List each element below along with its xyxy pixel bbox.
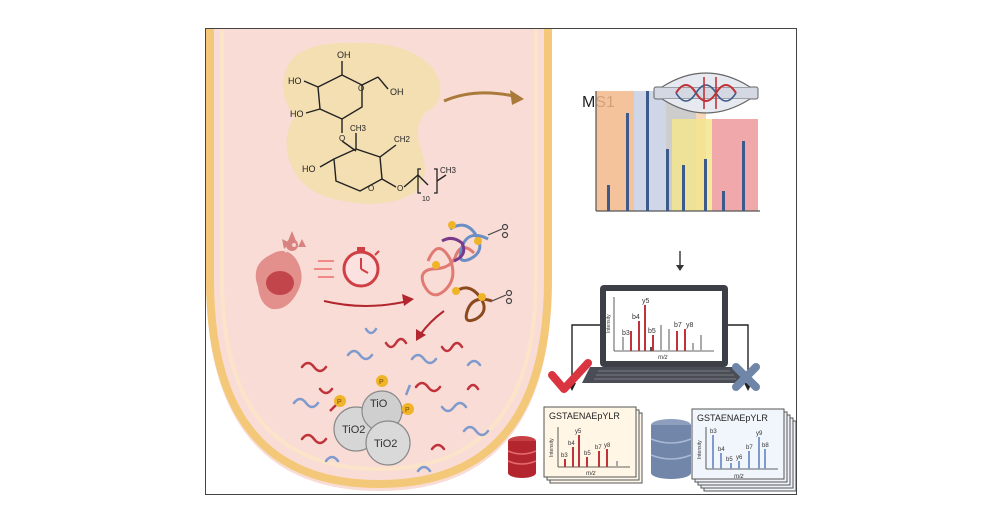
arrow-to-peptides [416,310,445,341]
graphical-abstract: OH OH HO HO HO CH3 CH2 CH3 O O O O 10 [205,28,797,495]
molecule-blob [283,42,441,204]
laptop-x-label: m/z [658,355,668,361]
phosphate-label: P [379,379,384,386]
card-right-peak: b4 [718,447,725,453]
check-mark-icon [548,359,592,393]
card-right-peak: b5 [726,457,733,463]
card-right-peak: b8 [762,443,769,449]
laptop-y-label: Intensity [606,314,612,333]
laptop-peak-label: y8 [686,322,694,329]
o-tail-label: O [397,184,403,193]
sequence-label: GSTAENAEpYLR [697,413,768,423]
methyl-right-label: CH2 [394,135,411,144]
laptop-peak-label: b7 [674,322,682,329]
branch-arrows [571,324,749,385]
laptop-peak-label: b4 [632,314,640,321]
arrow-to-ms [443,90,524,105]
peptide-mixture [292,327,490,473]
card-right-peak: y6 [736,455,743,461]
tio2-label-left: TiO2 [342,424,365,436]
ho-left-top-label: HO [288,76,302,86]
database-icon [650,419,692,479]
phosphate-icon [334,395,346,407]
card-left-peak: b7 [595,445,602,451]
card-left-peak: b3 [561,453,568,459]
phosphate-label: P [405,407,410,414]
card-right-x-label: m/z [734,474,744,480]
card-left-peak: b4 [568,441,575,447]
methyl-tail-label: CH3 [440,166,457,175]
o-ring-bottom-label: O [368,184,374,193]
phosphate-icon [376,375,388,387]
ho-bottom-label: HO [302,164,316,174]
laptop-peak-label: y5 [642,298,650,305]
laptop-peak-label: b3 [622,330,630,337]
result-card-rejected: GSTAENAEpYLR Intensity m/z b3 y9 b4 b7 b… [691,408,797,492]
tio2-beads: TiO2 TiO TiO2 P P P [329,375,414,466]
result-card-accepted: GSTAENAEpYLR Intensity m/z y5 b4 b7 y8 b… [543,406,643,484]
oh-right-label: OH [390,87,404,97]
ion-trap-icon [653,72,759,114]
card-left-x-label: m/z [586,471,596,477]
sequence-label: GSTAENAEpYLR [549,411,620,421]
card-left-peak: b5 [584,451,591,457]
methyl-top-label: CH3 [350,124,367,133]
oh-top-label: OH [337,50,351,60]
o-ring-top-label: O [358,84,364,93]
card-right-peak: y9 [756,431,763,437]
cross-mark-icon [732,363,760,391]
card-left-y-label: Intensity [549,438,555,457]
laptop-icon: Intensity m/z y5 b4 b5 b3 b7 y8 [582,285,746,383]
o-link-label: O [339,134,345,143]
detergent-molecule: OH OH HO HO HO CH3 CH2 CH3 O O O O 10 [283,42,457,204]
cell-icon [255,231,306,310]
abstract-canvas: OH OH HO HO HO CH3 CH2 CH3 O O O O 10 [206,29,797,492]
laptop-peak-label: b5 [648,328,656,335]
tio2-label-top: TiO [370,398,388,410]
repeat-count-label: 10 [422,196,430,203]
ms1-panel: MS1 [582,72,760,271]
phosphate-label: P [337,399,342,406]
card-left-peak: y5 [575,429,582,435]
database-icon [507,436,537,478]
tio2-bead-right [365,420,411,466]
tio2-label-right: TiO2 [374,438,397,450]
ho-left-mid-label: HO [290,109,304,119]
phosphate-icon [402,403,414,415]
card-right-y-label: Intensity [697,440,703,459]
card-right-peak: b3 [710,429,717,435]
stopwatch-icon [314,247,380,288]
protein-tangle [420,221,513,323]
card-left-peak: y8 [604,443,611,449]
digestion-arrow [323,294,414,307]
card-right-peak: b7 [746,445,753,451]
